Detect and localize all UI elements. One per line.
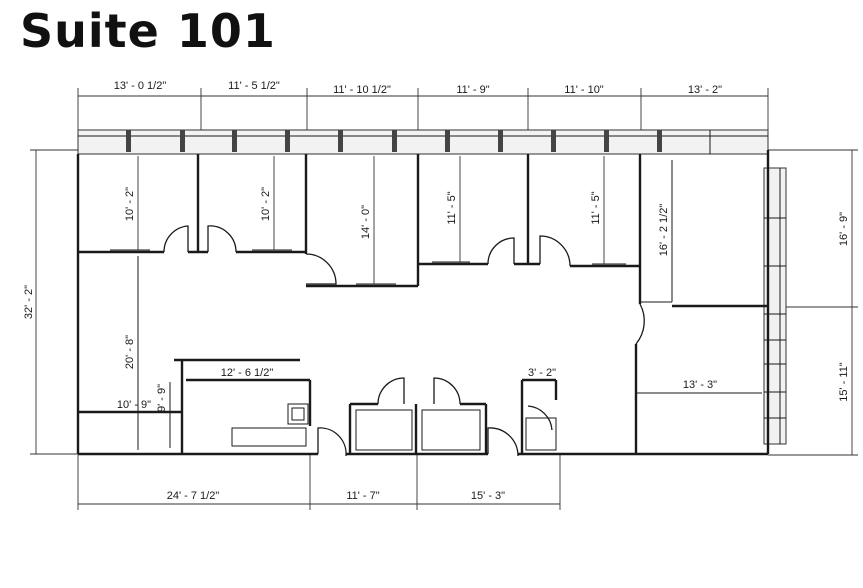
interior-walls	[78, 154, 768, 454]
storage-width-dim: 10' - 9"	[117, 399, 151, 411]
top-dim-5: 11' - 10"	[564, 84, 604, 96]
bottom-dimension-chain: 24' - 7 1/2" 11' - 7" 15' - 3"	[77, 455, 561, 510]
lower-right-dim: 13' - 3"	[683, 379, 717, 391]
closet-dim: 3' - 2"	[528, 367, 556, 379]
right-dim-1: 16' - 9"	[838, 212, 850, 246]
bottom-dim-3: 15' - 3"	[471, 490, 505, 502]
top-dim-1: 13' - 0 1/2"	[114, 80, 167, 92]
left-dimension: 32' - 2"	[23, 149, 78, 455]
bottom-dim-1: 24' - 7 1/2"	[167, 490, 220, 502]
office5-dim: 11' - 5"	[590, 191, 602, 224]
doors	[163, 225, 645, 457]
exterior-walls	[76, 150, 770, 456]
right-dim-2: 15' - 11"	[838, 362, 850, 402]
office3-dim: 14' - 0"	[360, 205, 372, 239]
office2-dim: 10' - 2"	[260, 187, 272, 221]
bottom-dim-2: 11' - 7"	[346, 490, 379, 502]
kitchen-dim: 12' - 6 1/2"	[221, 367, 274, 379]
right-dimension-chain: 16' - 9" 15' - 11"	[768, 149, 858, 456]
top-dim-2: 11' - 5 1/2"	[228, 80, 280, 92]
left-dim: 32' - 2"	[23, 285, 35, 319]
top-dim-6: 13' - 2"	[688, 84, 722, 96]
corner-office-dim: 16' - 2 1/2"	[658, 204, 670, 257]
room-dimensions: 10' - 2" 10' - 2" 14' - 0" 11' - 5" 11' …	[117, 156, 717, 412]
office4-dim: 11' - 5"	[446, 191, 458, 224]
corridor-left-dim: 20' - 8"	[124, 335, 136, 369]
office1-dim: 10' - 2"	[124, 187, 136, 221]
top-dim-3: 11' - 10 1/2"	[333, 84, 391, 96]
page-title: Suite 101	[20, 4, 276, 58]
top-dim-4: 11' - 9"	[456, 84, 489, 96]
storage-height-dim: 9' - 9"	[156, 384, 168, 412]
top-dimension-chain: 13' - 0 1/2" 11' - 5 1/2" 11' - 10 1/2" …	[77, 80, 769, 130]
top-window-wall	[77, 129, 769, 155]
